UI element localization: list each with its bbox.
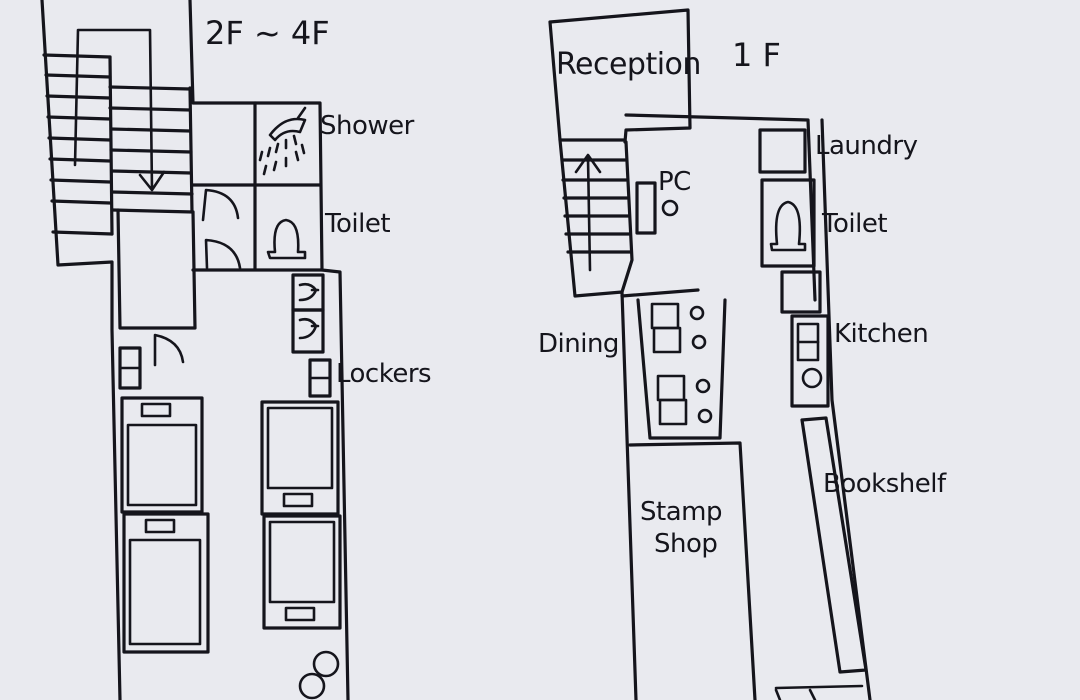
- lockers: [291, 273, 332, 398]
- left-floor-label: 2F ~ 4F: [205, 14, 330, 52]
- right-floor-plan: Reception 1 F PC Laundry Toilet Kitchen …: [538, 8, 947, 700]
- stool-icon: [312, 650, 340, 678]
- pc-chair-icon: [661, 199, 679, 217]
- left-outer-wall: [40, 0, 350, 700]
- kitchen-label: Kitchen: [834, 319, 928, 349]
- bed-left-lower: [122, 512, 210, 654]
- lockers-label: Lockers: [336, 359, 431, 389]
- bed-left-upper: [120, 396, 204, 514]
- right-toilet-label: Toilet: [821, 209, 887, 239]
- left-bathroom-area: [191, 101, 324, 272]
- bookshelf: [800, 416, 868, 674]
- stamp-shop-label-line2: Shop: [654, 529, 717, 559]
- stamp-shop-area: [628, 441, 757, 700]
- toilet-icon: [769, 200, 807, 252]
- toilet-icon: [266, 218, 307, 260]
- reception-label: Reception: [556, 47, 701, 82]
- kitchen-stove: [790, 314, 830, 408]
- right-toilet-room: [760, 178, 816, 268]
- right-floor-label: 1 F: [732, 36, 781, 74]
- bed-right-upper: [260, 400, 340, 516]
- stamp-shop-label-line1: Stamp: [640, 497, 722, 527]
- laundry-machine: [758, 128, 807, 174]
- kitchen-counter: [780, 270, 822, 314]
- left-staircase: [42, 28, 195, 236]
- left-toilet-label: Toilet: [324, 209, 390, 239]
- door-swing-icon: [153, 333, 185, 367]
- left-floor-plan: 2F ~ 4F Shower Toilet Lockers: [40, 0, 432, 700]
- bed-right-lower: [262, 514, 342, 630]
- dining-label: Dining: [538, 329, 619, 359]
- shower-icon: [258, 106, 307, 176]
- shower-label: Shower: [320, 111, 415, 141]
- right-staircase: [560, 153, 632, 272]
- pc-label: PC: [658, 167, 691, 197]
- door-swing-icon: [201, 188, 240, 222]
- pc-desk: [635, 181, 657, 235]
- stair-arrow-down-icon: [73, 28, 166, 192]
- door-swing-icon: [204, 238, 242, 270]
- dining-area: [620, 288, 727, 440]
- bookshelf-label: Bookshelf: [823, 469, 947, 499]
- stair-arrow-up-icon: [574, 153, 602, 272]
- kitchen-burner-icon: [801, 367, 823, 389]
- stool-icon: [298, 672, 326, 700]
- laundry-label: Laundry: [815, 131, 918, 161]
